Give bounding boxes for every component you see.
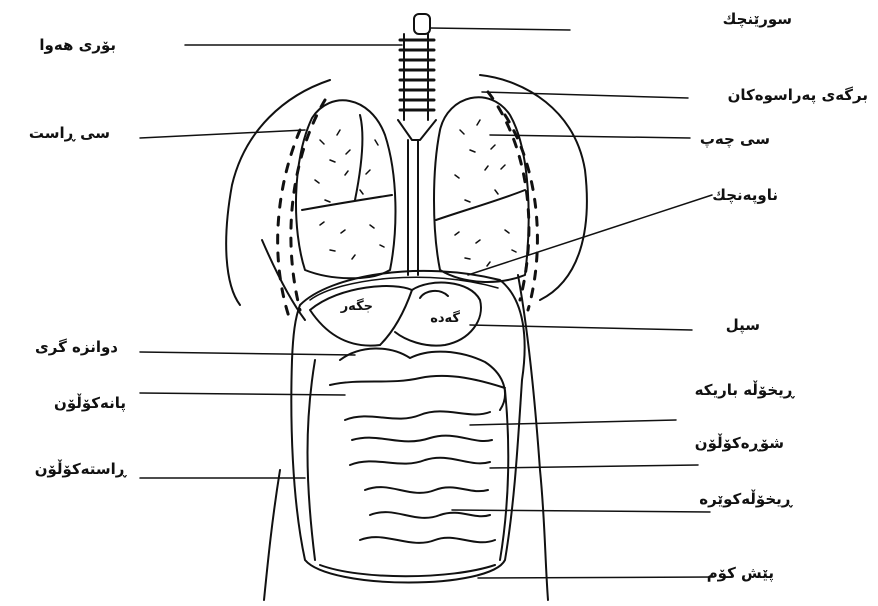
label-right-lung: سی ڕاست bbox=[29, 126, 110, 141]
abdominal-cavity bbox=[291, 271, 524, 583]
pointer-sigmoid bbox=[452, 510, 710, 512]
label-liver: جگەر bbox=[341, 300, 373, 313]
pointer-rectum bbox=[478, 577, 714, 578]
pointer-spleen bbox=[470, 325, 692, 330]
pointer-diaphragm bbox=[468, 195, 712, 275]
label-ascending-colon: ڕاستەکۆڵۆن bbox=[35, 462, 126, 477]
label-trachea: سورێنچك bbox=[723, 12, 792, 27]
pointer-duodenum bbox=[140, 352, 355, 355]
label-stomach: گەدە bbox=[430, 312, 460, 325]
label-left-lung: سی چەپ bbox=[700, 132, 770, 147]
label-rib: برگەی پەراسوەکان bbox=[728, 88, 868, 103]
intestines bbox=[308, 348, 509, 576]
pointer-right-lung bbox=[140, 130, 305, 138]
label-sigmoid: ڕیخۆڵەکوێرە bbox=[699, 492, 792, 507]
trachea bbox=[398, 14, 436, 275]
label-duodenum: دوانزە گری bbox=[35, 340, 118, 355]
label-small-intestine: ڕیخۆڵە باریکە bbox=[695, 383, 794, 398]
pointer-transverse-colon bbox=[140, 393, 345, 395]
pointer-trachea bbox=[430, 28, 570, 30]
pointer-descending-colon bbox=[490, 465, 698, 468]
lung-texture bbox=[315, 120, 516, 266]
left-lung bbox=[434, 97, 529, 282]
torso-outline bbox=[226, 75, 587, 600]
label-transverse-colon: پانەکۆڵۆن bbox=[54, 396, 126, 411]
label-rectum: پێش کۆم bbox=[707, 566, 774, 581]
label-spleen: سپل bbox=[726, 318, 760, 333]
right-lung bbox=[296, 100, 396, 278]
label-descending-colon: شۆڕەکۆڵۆن bbox=[695, 436, 784, 451]
label-diaphragm: ناوپەنچك bbox=[712, 188, 778, 203]
pointer-rib bbox=[482, 92, 688, 98]
label-air-tube: بۆری هەوا bbox=[39, 38, 116, 53]
pointer-small-intestine bbox=[470, 420, 676, 425]
